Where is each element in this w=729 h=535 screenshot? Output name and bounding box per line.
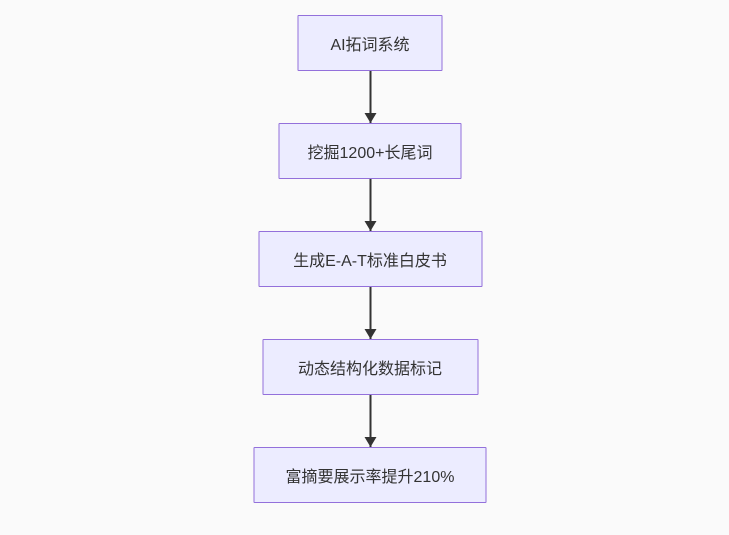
flow-node-ai-word-expansion-system: AI拓词系统 <box>297 15 443 71</box>
arrow-down-icon <box>369 287 371 339</box>
flow-node-mine-longtail-keywords: 挖掘1200+长尾词 <box>278 123 462 179</box>
flow-node-generate-eat-whitepaper: 生成E-A-T标准白皮书 <box>258 231 482 287</box>
arrow-down-icon <box>369 71 371 123</box>
flow-node-dynamic-structured-data-markup: 动态结构化数据标记 <box>262 339 478 395</box>
flowchart: AI拓词系统 挖掘1200+长尾词 生成E-A-T标准白皮书 动态结构化数据标记… <box>253 15 487 503</box>
flow-node-rich-snippet-rate-increase: 富摘要展示率提升210% <box>253 447 487 503</box>
arrow-down-icon <box>369 395 371 447</box>
arrow-down-icon <box>369 179 371 231</box>
